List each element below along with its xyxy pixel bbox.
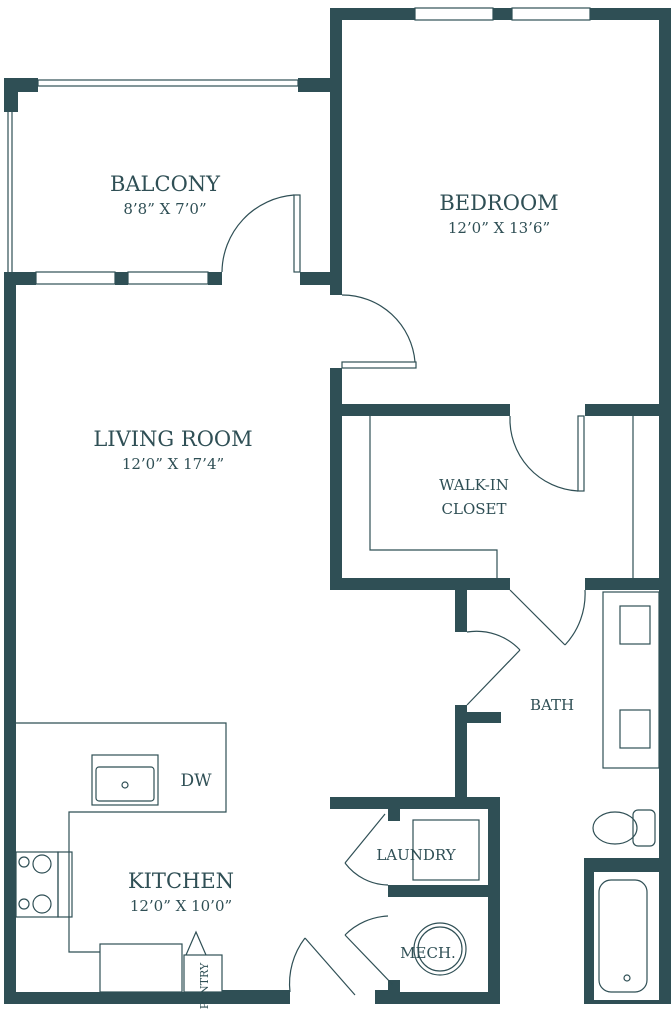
bedroom-label: BEDROOM bbox=[439, 191, 558, 215]
closet-label-1: WALK-IN bbox=[439, 476, 509, 494]
pantry-label: PANTRY bbox=[198, 962, 211, 1009]
bath-label: BATH bbox=[530, 696, 574, 714]
doors bbox=[221, 194, 586, 996]
balcony-label: BALCONY bbox=[110, 172, 221, 196]
kitchen-label: KITCHEN bbox=[128, 869, 234, 893]
bedroom-size: 12’0” X 13’6” bbox=[448, 219, 550, 237]
dishwasher-label: DW bbox=[180, 771, 212, 791]
laundry-label: LAUNDRY bbox=[376, 846, 456, 864]
windows bbox=[7, 7, 591, 285]
balcony-size: 8’8” X 7’0” bbox=[123, 200, 206, 218]
room-labels: BALCONY 8’8” X 7’0” BEDROOM 12’0” X 13’6… bbox=[93, 172, 574, 1009]
living-room-label: LIVING ROOM bbox=[93, 427, 252, 451]
kitchen-size: 12’0” X 10’0” bbox=[130, 897, 232, 915]
living-room-size: 12’0” X 17’4” bbox=[122, 455, 224, 473]
fixtures bbox=[15, 416, 660, 993]
walls bbox=[4, 8, 671, 1004]
closet-label-2: CLOSET bbox=[442, 500, 507, 518]
mech-label: MECH. bbox=[400, 944, 456, 962]
